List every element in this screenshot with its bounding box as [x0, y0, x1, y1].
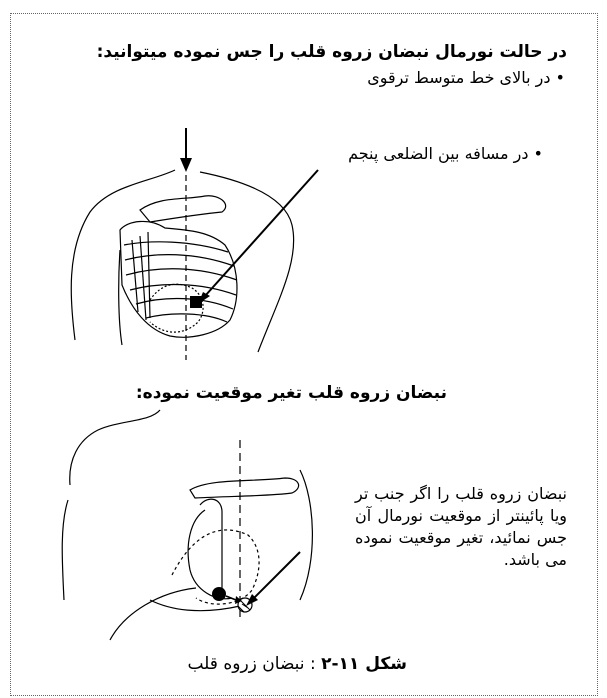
- caption-text: : نبضان زروه قلب: [187, 654, 321, 674]
- caption-label: شکل ۱۱-۲: [321, 654, 407, 674]
- displaced-description: نبضان زروه قلب را اگر جنب تر ویا پائینتر…: [355, 483, 567, 571]
- figure-caption: شکل ۱۱-۲ : نبضان زروه قلب: [187, 654, 407, 674]
